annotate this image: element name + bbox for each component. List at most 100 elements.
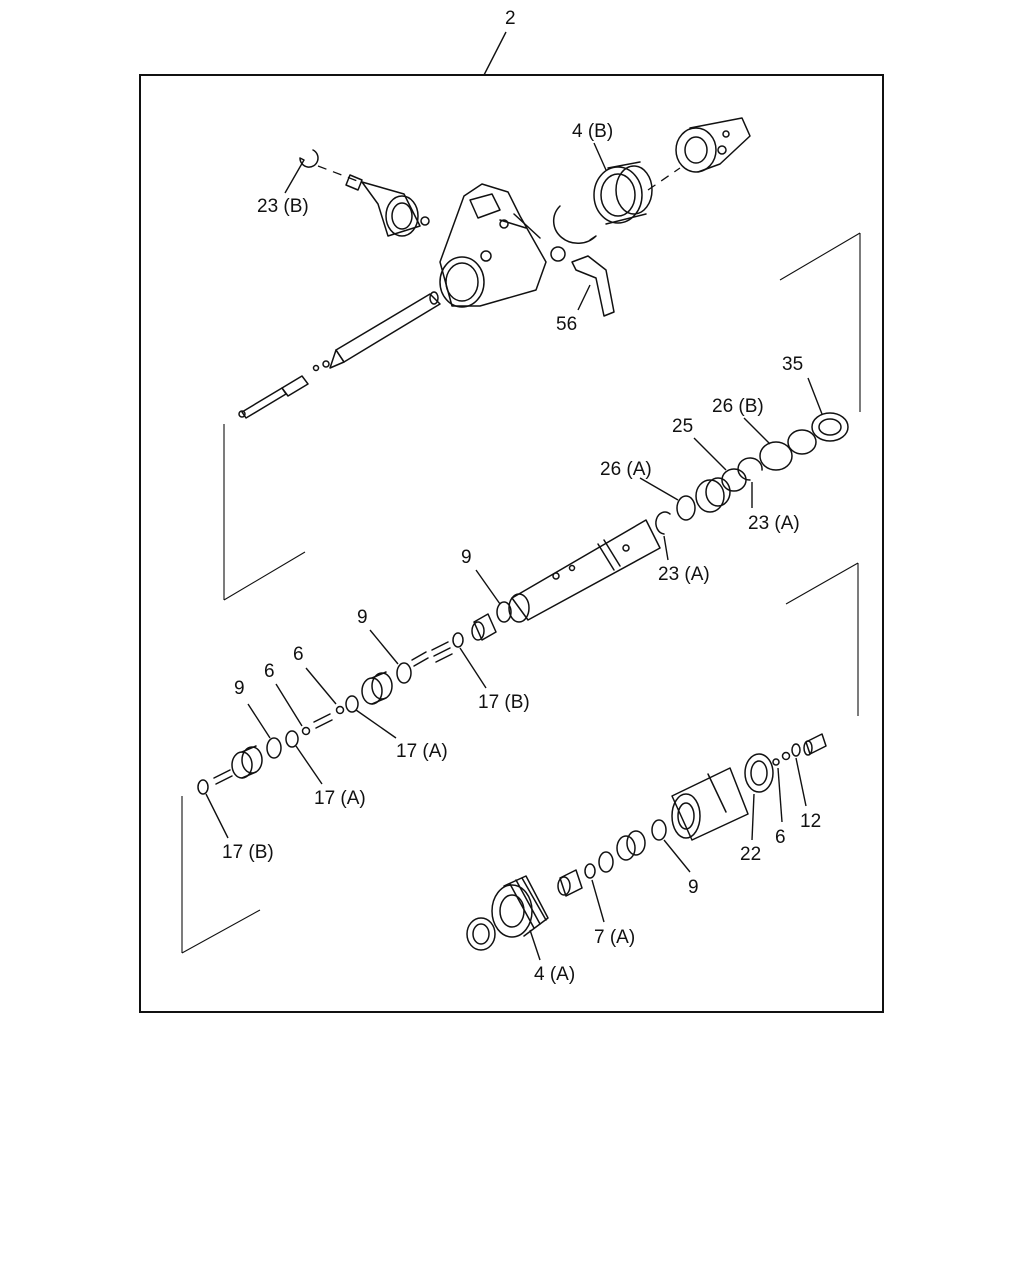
callout-9-d[interactable]: 9 [688, 877, 699, 898]
callout-35-leader [807, 377, 823, 415]
callout-7a-leader [591, 879, 605, 923]
ball-6-right-b [772, 758, 780, 766]
callout-6-b[interactable]: 6 [264, 661, 275, 682]
middle-assembly [197, 412, 849, 795]
callout-56[interactable]: 56 [556, 314, 577, 335]
washer-7a [584, 863, 596, 879]
spacer-bushing [471, 613, 497, 641]
phantom-line-upper-left [223, 424, 306, 601]
end-cap [675, 117, 751, 173]
upper-assembly [238, 117, 751, 419]
spring-coil-left [213, 769, 233, 785]
callout-2[interactable]: 2 [505, 8, 516, 29]
callout-23a-mid[interactable]: 23 (A) [658, 564, 710, 585]
callout-12[interactable]: 12 [800, 811, 821, 832]
snap-ring-23a-right [737, 457, 763, 481]
callout-17a-lower-leader [295, 745, 323, 785]
spring-small-b [411, 651, 429, 667]
upper-centerline [647, 167, 681, 191]
callout-12-leader [795, 757, 807, 807]
callout-22[interactable]: 22 [740, 844, 761, 865]
callout-23b[interactable]: 23 (B) [257, 196, 309, 217]
washer-12 [791, 743, 801, 757]
assembly-callout: 2 [483, 8, 516, 76]
callout-56-leader [577, 284, 591, 311]
callout-26a[interactable]: 26 (A) [600, 459, 652, 480]
retaining-ring [552, 205, 597, 245]
callout-9-a[interactable]: 9 [461, 547, 472, 568]
callout-4b[interactable]: 4 (B) [572, 121, 613, 142]
o-ring-26a [676, 495, 696, 521]
end-washer [466, 917, 496, 951]
ball-6-upper [335, 705, 345, 715]
adjuster-nut-4a [491, 875, 549, 938]
callout-25-leader [693, 437, 727, 471]
seal-9-lower [651, 819, 667, 841]
callout-9-c-leader [247, 703, 271, 739]
callout-17a-upper-leader [355, 709, 397, 739]
elbow-fitting-56 [571, 255, 615, 317]
phantom-line-upper-right [779, 232, 861, 412]
callout-9-a-leader [475, 569, 501, 605]
o-ring-17b-mid [452, 632, 464, 648]
ball-6-lower [301, 726, 311, 736]
elbow-port [550, 246, 566, 262]
spacer-lower [557, 869, 583, 897]
callout-4a[interactable]: 4 (A) [534, 964, 575, 985]
callout-6-a[interactable]: 6 [293, 644, 304, 665]
callout-23b-leader [284, 159, 305, 194]
callout-17a-lower[interactable]: 17 (A) [314, 788, 366, 809]
o-ring-17b-left [197, 779, 209, 795]
callout-17a-upper[interactable]: 17 (A) [396, 741, 448, 762]
callout-23a-right[interactable]: 23 (A) [748, 513, 800, 534]
lower-assembly [466, 733, 827, 951]
callout-35[interactable]: 35 [782, 354, 803, 375]
yoke [361, 181, 430, 237]
spring-small-a [431, 641, 453, 663]
callout-17b-left[interactable]: 17 (B) [222, 842, 274, 863]
callout-4a-leader [529, 929, 541, 961]
callout-6-c[interactable]: 6 [775, 827, 786, 848]
backup-ring [787, 429, 817, 455]
callout-26b[interactable]: 26 (B) [712, 396, 764, 417]
seal-9-mid-a [496, 601, 512, 623]
callout-26b-leader [743, 417, 771, 445]
snap-ring-23a-mid [655, 511, 671, 535]
callout-17b-left-leader [205, 793, 229, 839]
valve-housing [439, 183, 547, 308]
callout-25[interactable]: 25 [672, 416, 693, 437]
pin [345, 174, 363, 191]
callout-9-b-leader [369, 629, 399, 665]
phantom-line-lower-left [181, 796, 261, 954]
callout-labels: 23 (B) 4 (B) 56 35 26 (B) 25 26 (A) 23 (… [205, 121, 823, 985]
callout-9-b[interactable]: 9 [357, 607, 368, 628]
seal-9-mid-b [396, 662, 412, 684]
seal-35 [811, 412, 849, 442]
callout-9-c[interactable]: 9 [234, 678, 245, 699]
seal-9-left [266, 737, 282, 759]
bushing-lower [598, 851, 614, 873]
bushing-25 [721, 468, 747, 492]
piston-left [231, 745, 263, 779]
plug-12 [803, 733, 827, 756]
callout-2-leader [483, 31, 507, 76]
piston-lower [616, 830, 646, 861]
ball-6-right [781, 751, 791, 761]
callout-17b-mid[interactable]: 17 (B) [478, 692, 530, 713]
callout-9-d-leader [663, 839, 691, 873]
callout-17b-mid-leader [459, 647, 487, 689]
spool-shaft [238, 291, 441, 419]
piston-mid [361, 671, 393, 705]
pin-centerline [317, 165, 361, 183]
cylinder-tube [508, 519, 661, 623]
callout-22-leader [751, 793, 755, 841]
phantom-line-lower-right [785, 562, 859, 716]
callout-7a[interactable]: 7 (A) [594, 927, 635, 948]
callout-4b-leader [593, 142, 607, 171]
callout-23a-mid-leader [663, 535, 669, 561]
spring-17a-lower [285, 730, 299, 748]
callout-26a-leader [639, 477, 679, 501]
o-ring-26b [759, 441, 793, 471]
guide-sleeve [695, 477, 731, 513]
